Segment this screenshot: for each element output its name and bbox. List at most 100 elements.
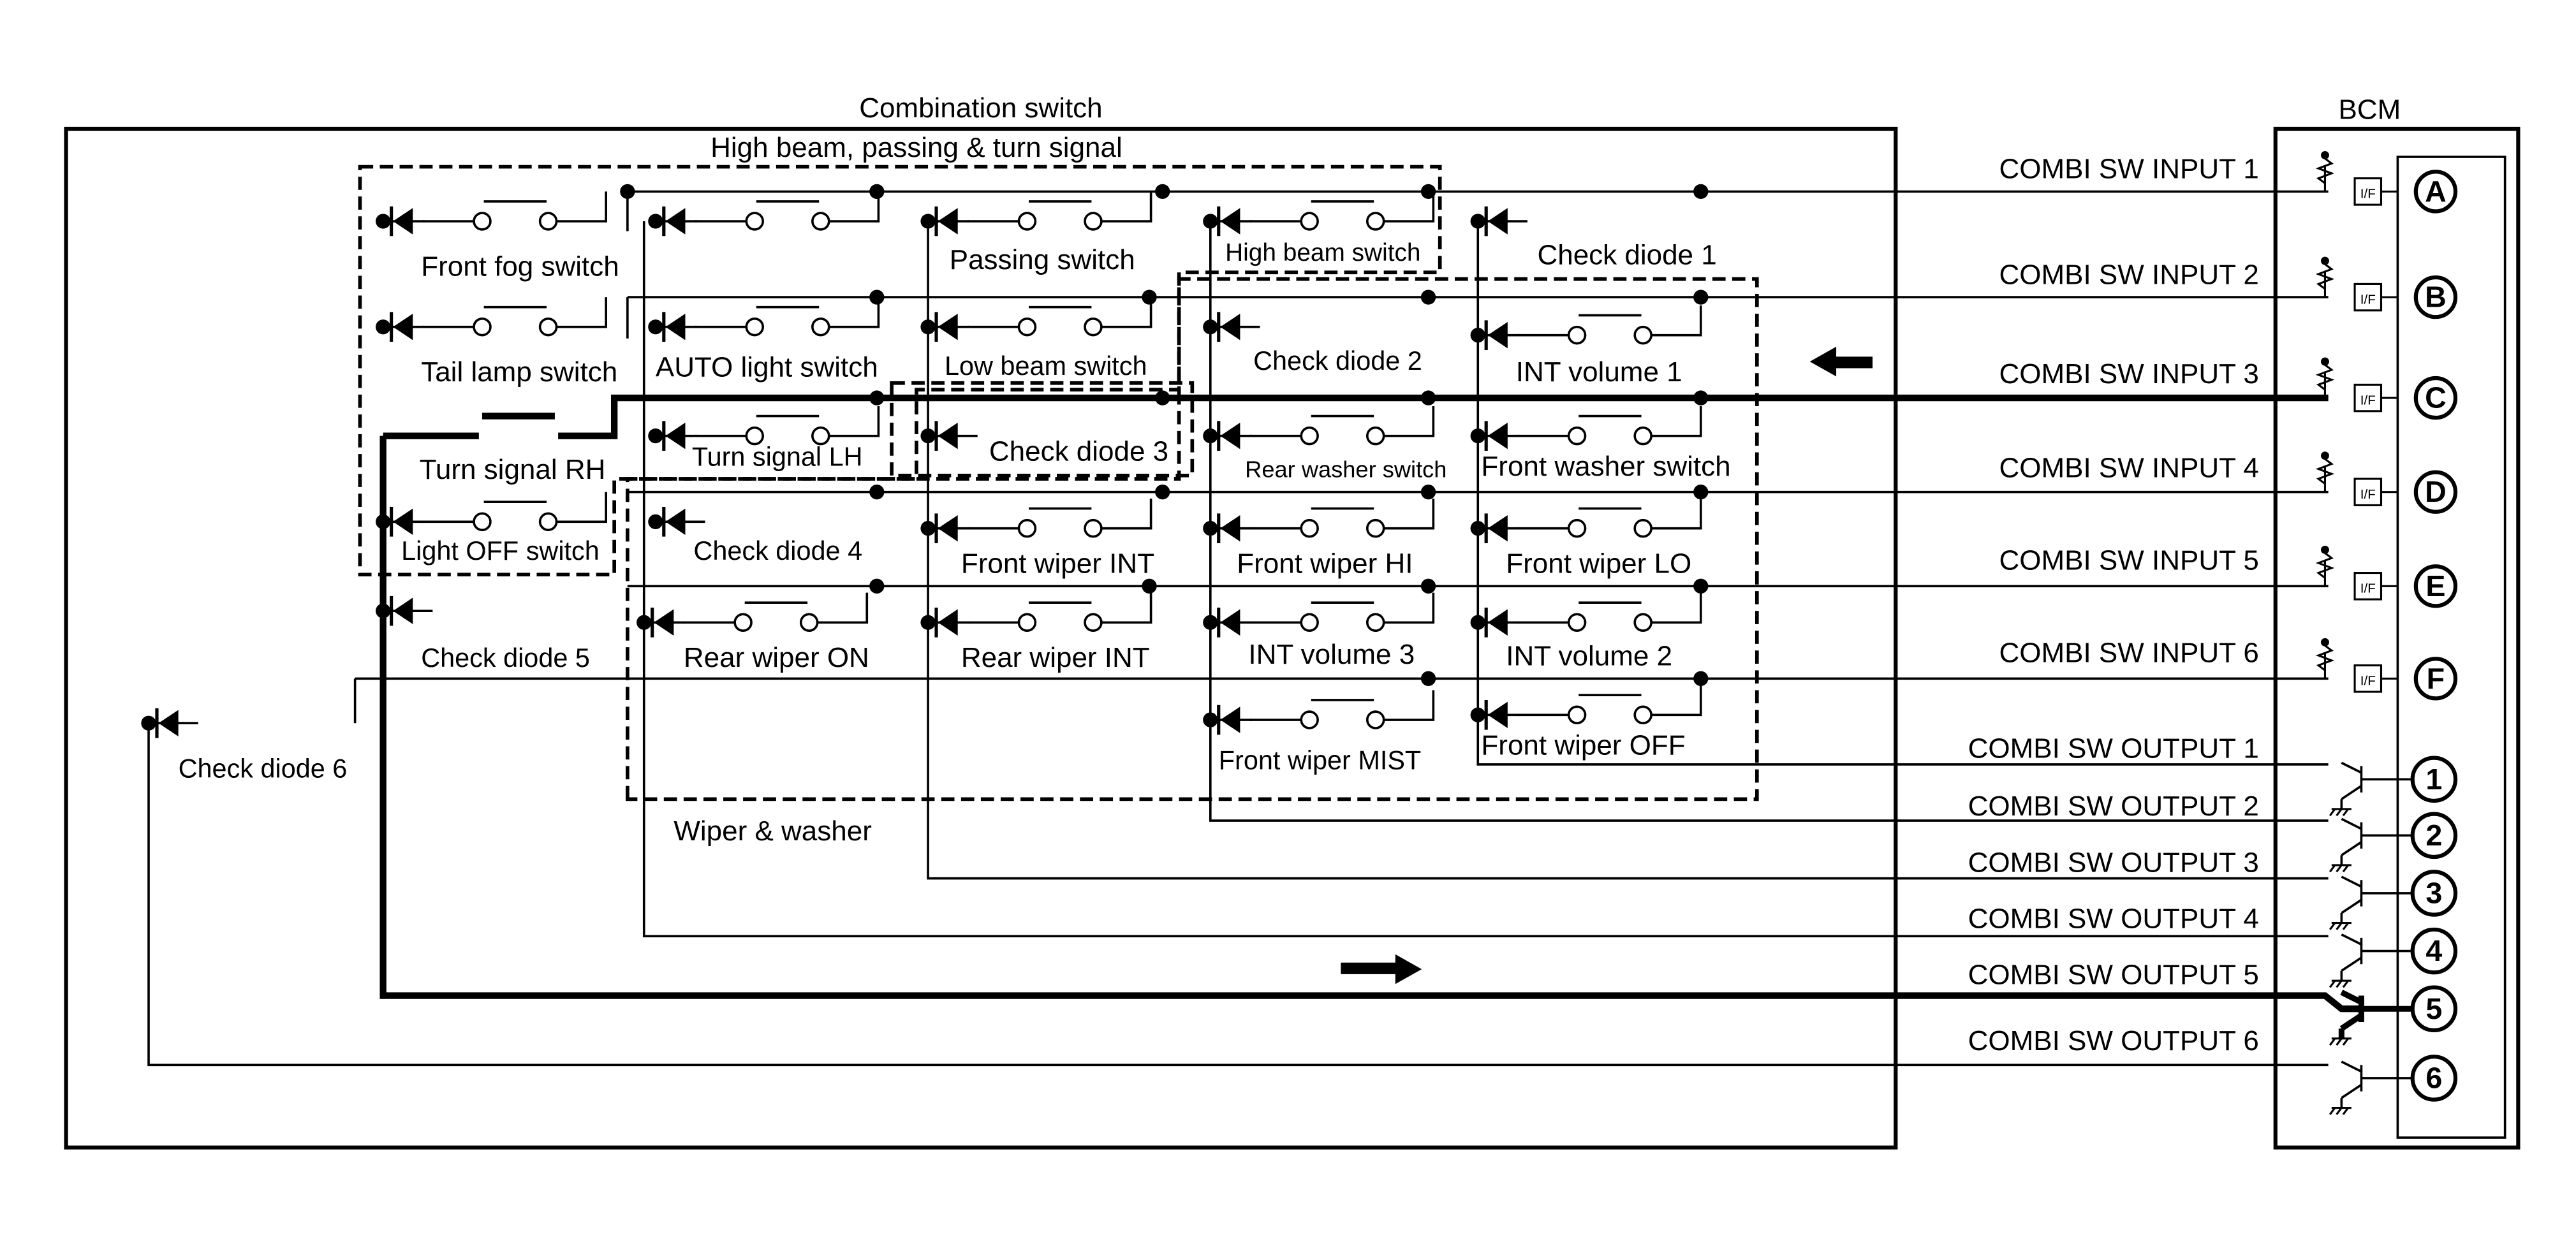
label-front-fog-switch: Front fog switch [421,251,619,282]
interface-block-3: I/F [2315,357,2398,413]
junction-dot [1420,485,1436,500]
junction-dot [1203,428,1218,444]
auto-light-hi-element-switch-icon [745,200,830,231]
rear-wiper-int-element-switch-icon [1017,601,1103,632]
junction-dot [869,184,885,200]
light-off-switch-element-switch-icon [473,501,558,532]
highlight-input-3 [558,394,2329,439]
label-check-diode-4: Check diode 4 [693,536,862,566]
auto-light-switch-element-tail [828,297,880,328]
junction-dot [1420,289,1436,305]
terminal-b: B [2413,275,2458,319]
label-light-off-switch: Light OFF switch [401,536,600,566]
junction-dot [376,319,391,335]
svg-text:1: 1 [2425,763,2442,796]
svg-text:I/F: I/F [2360,581,2376,596]
output-transistor-6 [2329,1060,2413,1115]
check-diode-3-group-boundary [890,381,1195,478]
input-label-6: COMBI SW INPUT 6 [1999,637,2258,668]
check-diode-1-diode-icon [1484,206,1508,237]
front-washer-switch-element-diode-icon [1484,421,1508,451]
rear-wiper-on-element-diode-icon [651,607,674,638]
junction-dot [376,214,391,229]
junction-dot [1420,390,1436,406]
input-label-3: COMBI SW INPUT 3 [1999,358,2258,390]
label-rear-washer-switch: Rear washer switch [1245,456,1446,482]
rear-washer-switch-element-switch-icon [1300,414,1385,446]
junction-dot [141,715,156,731]
label-int-volume-3: INT volume 3 [1248,639,1415,670]
output-label-3: COMBI SW OUTPUT 3 [1968,847,2259,878]
terminal-3: 3 [2410,870,2458,917]
svg-text:I/F: I/F [2360,674,2376,689]
terminal-d: D [2413,470,2458,514]
junction-dot [1155,184,1170,200]
int-volume-1-element-diode-icon [1484,320,1508,350]
front-wiper-int-element-switch-icon [1017,507,1103,538]
junction-dot [648,319,663,335]
light-off-switch-element-diode-icon [390,506,413,537]
svg-text:F: F [2427,662,2445,695]
front-wiper-mist-element-diode-icon [1217,705,1240,735]
junction-dot [648,214,663,229]
front-wiper-hi-element-switch-icon [1300,507,1385,538]
label-front-wiper-lo: Front wiper LO [1506,548,1691,580]
junction-dot [1693,184,1709,200]
rear-washer-switch-element-diode-icon [1217,421,1240,451]
terminal-1: 1 [2410,756,2458,803]
label-check-diode-6: Check diode 6 [179,754,348,784]
auto-light-switch-element-switch-icon [745,305,830,337]
label-front-wiper-int: Front wiper INT [961,548,1154,580]
output-transistors [2329,761,2413,1115]
junction-dot [1420,184,1436,200]
label-front-wiper-mist: Front wiper MIST [1219,746,1421,775]
svg-text:I/F: I/F [2360,292,2376,307]
label-front-wiper-hi: Front wiper HI [1237,548,1413,580]
output-transistor-3 [2329,875,2413,930]
arrow-left-icon [1809,346,1873,377]
svg-text:A: A [2425,175,2447,208]
interface-block-6: I/F [2315,638,2398,693]
front-wiper-off-element-diode-icon [1484,699,1508,730]
junction-dot [1203,521,1218,536]
high-beam-switch-element-diode-icon [1217,206,1240,237]
interface-block-5: I/F [2315,545,2398,601]
junction-dot [1203,319,1218,335]
headlamp-group-label: High beam, passing & turn signal [710,132,1122,163]
light-off-switch-element-tail [556,492,608,523]
turn-signal-lh-element-tail [828,406,880,437]
flow-arrows [1341,346,1873,984]
low-beam-switch-element-tail [1101,297,1152,328]
tail-lamp-switch-element-tail [556,297,608,328]
svg-text:I/F: I/F [2360,187,2376,201]
output-line-4 [642,221,2329,938]
highlight-output-5 [379,435,2362,1012]
front-wiper-off-element-tail [1651,685,1702,717]
output-line-1 [1476,221,2329,766]
junction-dot [920,319,936,335]
interface-blocks: I/F I/F I/F I/F I/F I/F [2315,150,2398,693]
interface-block-1: I/F [2315,150,2398,206]
svg-text:E: E [2425,569,2445,603]
bcm-box [2273,126,2521,1150]
front-wiper-hi-element-diode-icon [1217,513,1240,543]
int-volume-2-element-switch-icon [1567,601,1652,632]
label-auto-light-switch: AUTO light switch [656,351,878,383]
label-front-wiper-off: Front wiper OFF [1481,729,1685,761]
tail-lamp-switch-element-switch-icon [473,305,558,337]
interface-block-4: I/F [2315,451,2398,506]
terminal-5: 5 [2410,985,2458,1033]
label-rear-wiper-int: Rear wiper INT [961,642,1150,673]
svg-text:C: C [2425,381,2447,414]
bcm-input-terminals: A B C D E F [2413,170,2458,701]
front-wiper-int-element-diode-icon [934,513,958,543]
arrow-right-icon [1341,954,1422,984]
output-transistor-2 [2329,817,2413,873]
rear-wiper-on-element-switch-icon [733,601,819,632]
tail-lamp-switch-element-diode-icon [390,312,413,342]
label-check-diode-3: Check diode 3 [989,435,1168,467]
auto-light-hi-element-diode-icon [662,206,686,237]
output-label-4: COMBI SW OUTPUT 4 [1968,903,2259,934]
check-diode-3-diode-icon [934,421,958,451]
